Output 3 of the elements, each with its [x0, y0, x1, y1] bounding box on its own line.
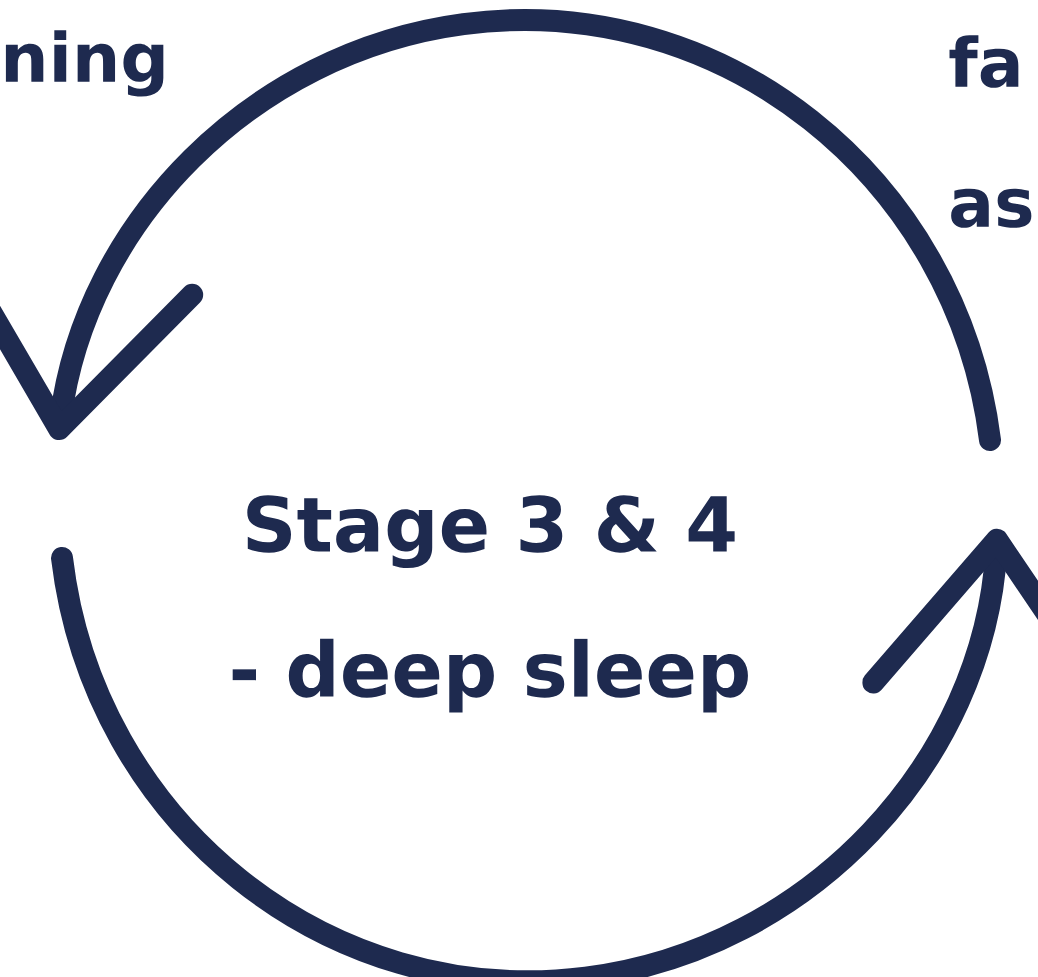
stage-label: fa as [949, 35, 1032, 228]
stage-label: ning [5, 30, 164, 97]
center-label: Stage 3 & 4 - deep sleep [232, 495, 748, 713]
